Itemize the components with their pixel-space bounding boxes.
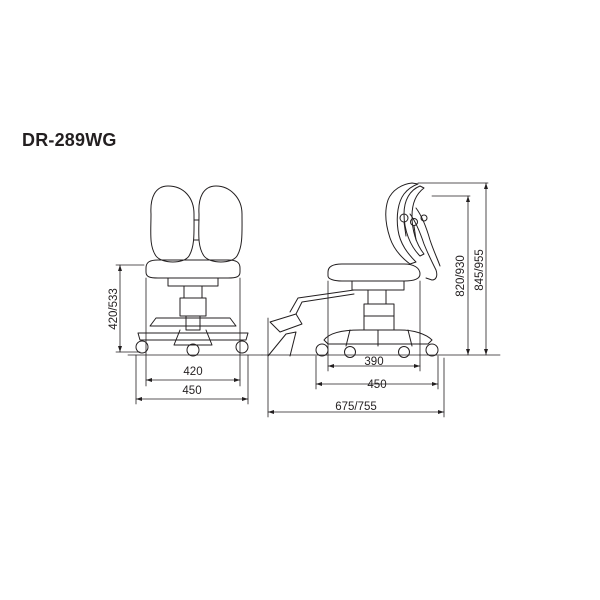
side-base-depth-label: 450 bbox=[367, 379, 386, 391]
side-seat bbox=[327, 263, 421, 282]
side-base bbox=[323, 329, 433, 345]
side-seat-back-height-label: 820/930 bbox=[455, 255, 467, 297]
side-backrest-outer bbox=[385, 182, 419, 265]
front-base-width-label: 450 bbox=[182, 385, 201, 397]
front-caster-right bbox=[235, 340, 249, 354]
side-dimension-arrows bbox=[268, 183, 488, 414]
side-footrest-bar-inner bbox=[295, 293, 355, 315]
front-gas-column bbox=[183, 285, 203, 299]
side-footrest-wedge bbox=[267, 331, 297, 357]
side-view-chair bbox=[267, 182, 441, 358]
front-seat-height-label: 420/533 bbox=[108, 288, 120, 330]
side-gas-cylinder bbox=[363, 303, 395, 331]
side-caster-right bbox=[425, 343, 439, 357]
side-caster-center-left bbox=[344, 346, 356, 358]
side-knob-lower bbox=[420, 214, 428, 222]
side-caster-left bbox=[315, 343, 329, 357]
side-dimensions bbox=[261, 182, 501, 418]
side-overall-depth-label: 675/755 bbox=[335, 401, 377, 413]
front-caster-mounts bbox=[141, 339, 243, 346]
front-seat-underside bbox=[167, 277, 219, 287]
front-gas-cylinder bbox=[179, 297, 207, 317]
front-seat-width-label: 420 bbox=[183, 366, 202, 378]
front-backrest-spine bbox=[193, 219, 200, 241]
front-seat bbox=[145, 259, 241, 279]
side-overall-height-label: 845/955 bbox=[474, 249, 486, 291]
front-backrest-left bbox=[150, 185, 195, 263]
side-seat-depth-label: 390 bbox=[364, 356, 383, 368]
side-backrest-support bbox=[409, 213, 438, 281]
front-dimension-arrows bbox=[118, 265, 248, 401]
front-base bbox=[137, 332, 249, 341]
side-caster-center-right bbox=[398, 346, 410, 358]
front-gas-lower bbox=[185, 315, 201, 331]
side-gas-column bbox=[367, 289, 387, 305]
front-view-chair bbox=[135, 185, 249, 357]
side-base-legs bbox=[345, 329, 413, 347]
side-seat-mechanism bbox=[351, 280, 405, 291]
side-footrest-pedal bbox=[269, 313, 303, 333]
front-backrest-right bbox=[198, 185, 243, 263]
front-base-legs bbox=[173, 329, 213, 346]
side-backrest-inner bbox=[403, 185, 425, 257]
model-title: DR-289WG bbox=[22, 130, 117, 150]
front-caster-center bbox=[186, 343, 200, 357]
front-dimensions bbox=[115, 264, 263, 405]
side-footrest-bar bbox=[289, 289, 355, 313]
side-backrest-support-inner bbox=[415, 207, 441, 267]
front-footrest bbox=[149, 317, 237, 327]
side-knob-links bbox=[403, 221, 417, 241]
